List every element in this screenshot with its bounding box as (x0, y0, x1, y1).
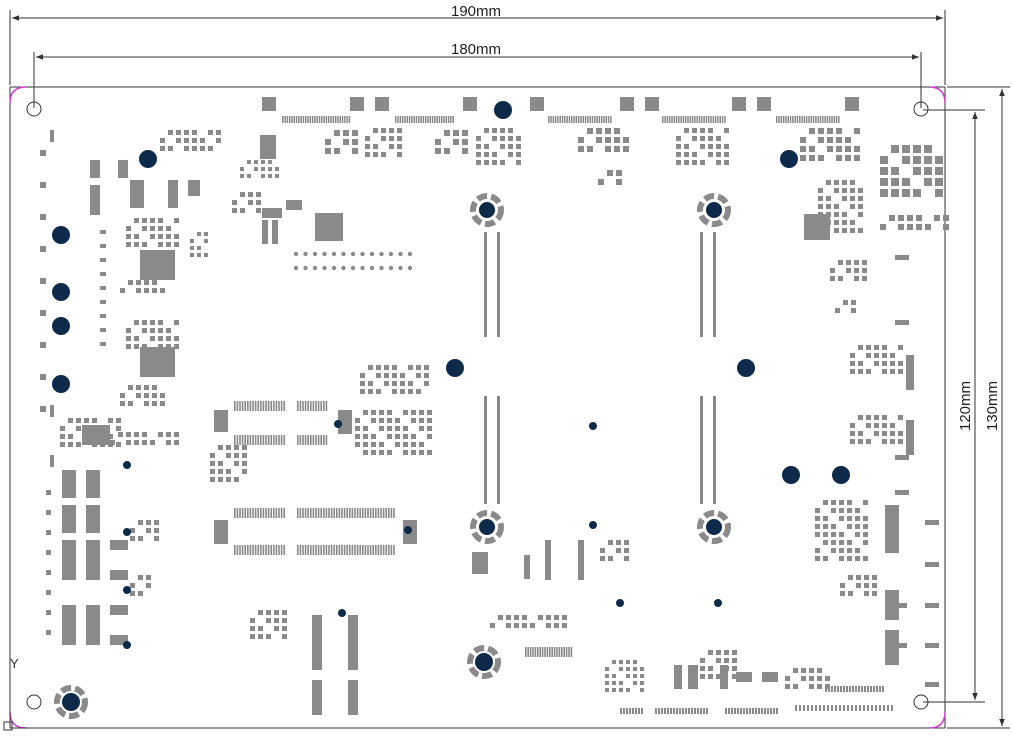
height-inner-label: 120mm (957, 381, 974, 431)
mounting-hole-bottom-right (913, 694, 929, 710)
large-vias (52, 101, 850, 711)
width-inner-label: 180mm (451, 41, 501, 58)
mounting-hole-top-right (913, 101, 929, 117)
origin-axis-label: Y (10, 656, 19, 671)
dimension-width-outer (9, 10, 946, 85)
component-pads (40, 97, 949, 719)
mounting-holes (26, 101, 929, 710)
mounting-hole-top-left (26, 101, 42, 117)
dimension-width-inner (33, 52, 922, 108)
width-outer-label: 190mm (451, 3, 501, 20)
board-outline (9, 86, 946, 729)
dimension-height-inner (923, 109, 985, 703)
mounting-hole-bottom-left (26, 694, 42, 710)
dimension-height-outer (947, 86, 1010, 729)
origin-marker (3, 668, 70, 731)
height-outer-label: 130mm (984, 381, 1001, 431)
